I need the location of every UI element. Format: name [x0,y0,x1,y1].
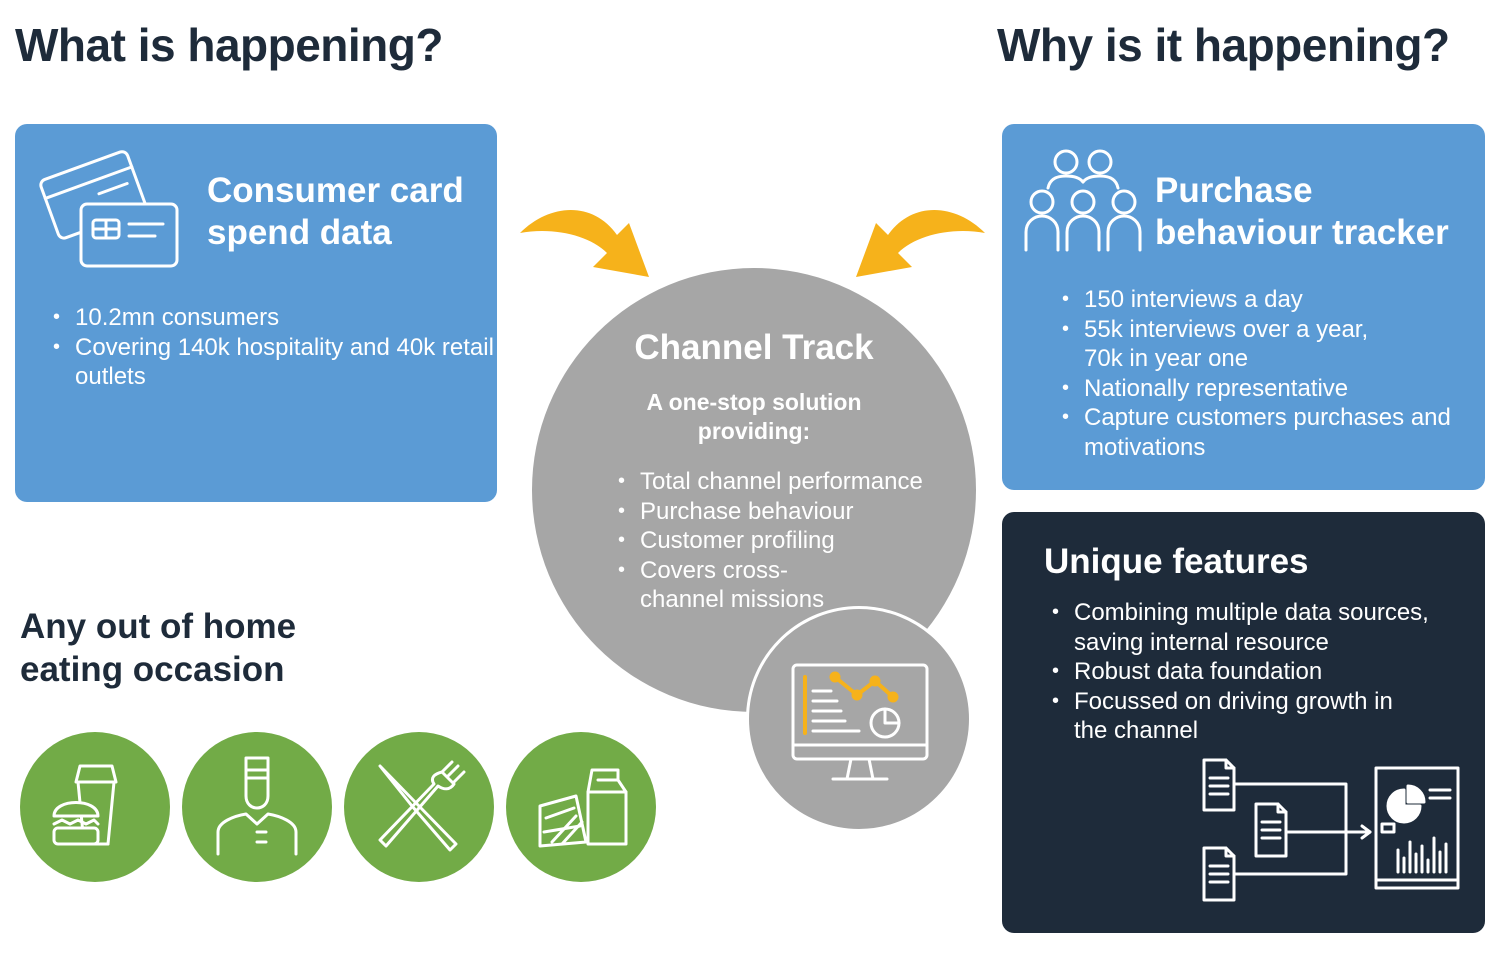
card-title: Consumer card spend data [207,171,464,252]
occasion-title: Any out of home eating occasion [20,607,297,689]
list-item: Focussed on driving growth in the channe… [1052,687,1424,746]
list-item: Purchase behaviour [618,497,960,527]
list-item: 150 interviews a day [1062,285,1494,315]
occasion-circle-4 [506,732,656,882]
occasion-circle-2 [182,732,332,882]
card-bullet-list: 150 interviews a day 55k interviews over… [1062,285,1494,462]
left-heading: What is happening? [15,19,443,71]
data-sources-merge-icon [1198,754,1464,906]
arrow-right-icon [856,210,985,277]
occasion-circle-3 [344,732,494,882]
card-title: Unique features [1044,542,1309,581]
list-item: Customer profiling [618,526,960,556]
knife-fork-icon [372,760,466,854]
unique-features-card: Unique features Combining multiple data … [1002,512,1485,933]
list-item: Capture customers purchases and motivati… [1062,403,1494,462]
list-item: Nationally representative [1062,374,1494,404]
list-item: 10.2mn consumers [53,303,495,333]
arrow-left-icon [520,210,649,277]
sandwich-milk-icon [536,766,630,850]
chef-icon [212,754,302,858]
monitor-circle [746,606,972,832]
channel-track-subtitle: A one-stop solution providing: [646,389,862,444]
channel-track-bullets: Total channel performance Purchase behav… [618,467,960,615]
card-bullet-list: 10.2mn consumers Covering 140k hospitali… [53,303,495,392]
card-title: Purchase behaviour tracker [1155,171,1449,252]
credit-card-icon [37,146,182,268]
people-group-icon [1024,148,1142,254]
right-heading: Why is it happening? [997,19,1450,71]
list-item: Combining multiple data sources, saving … [1052,598,1494,657]
purchase-behaviour-card: Purchase behaviour tracker 150 interview… [1002,124,1485,490]
channel-track-title: Channel Track [634,328,874,367]
consumer-card-spend-card: Consumer card spend data 10.2mn consumer… [15,124,497,502]
burger-drink-icon [50,762,140,852]
list-item: Robust data foundation [1052,657,1494,687]
list-item: Covers cross-channel missions [618,556,870,615]
list-item: Total channel performance [618,467,960,497]
list-item: 55k interviews over a year, 70k in year … [1062,315,1394,374]
list-item: Covering 140k hospitality and 40k retail… [53,333,495,392]
monitor-analytics-icon [789,661,931,799]
card-bullet-list: Combining multiple data sources, saving … [1052,598,1494,746]
occasion-circle-1 [20,732,170,882]
